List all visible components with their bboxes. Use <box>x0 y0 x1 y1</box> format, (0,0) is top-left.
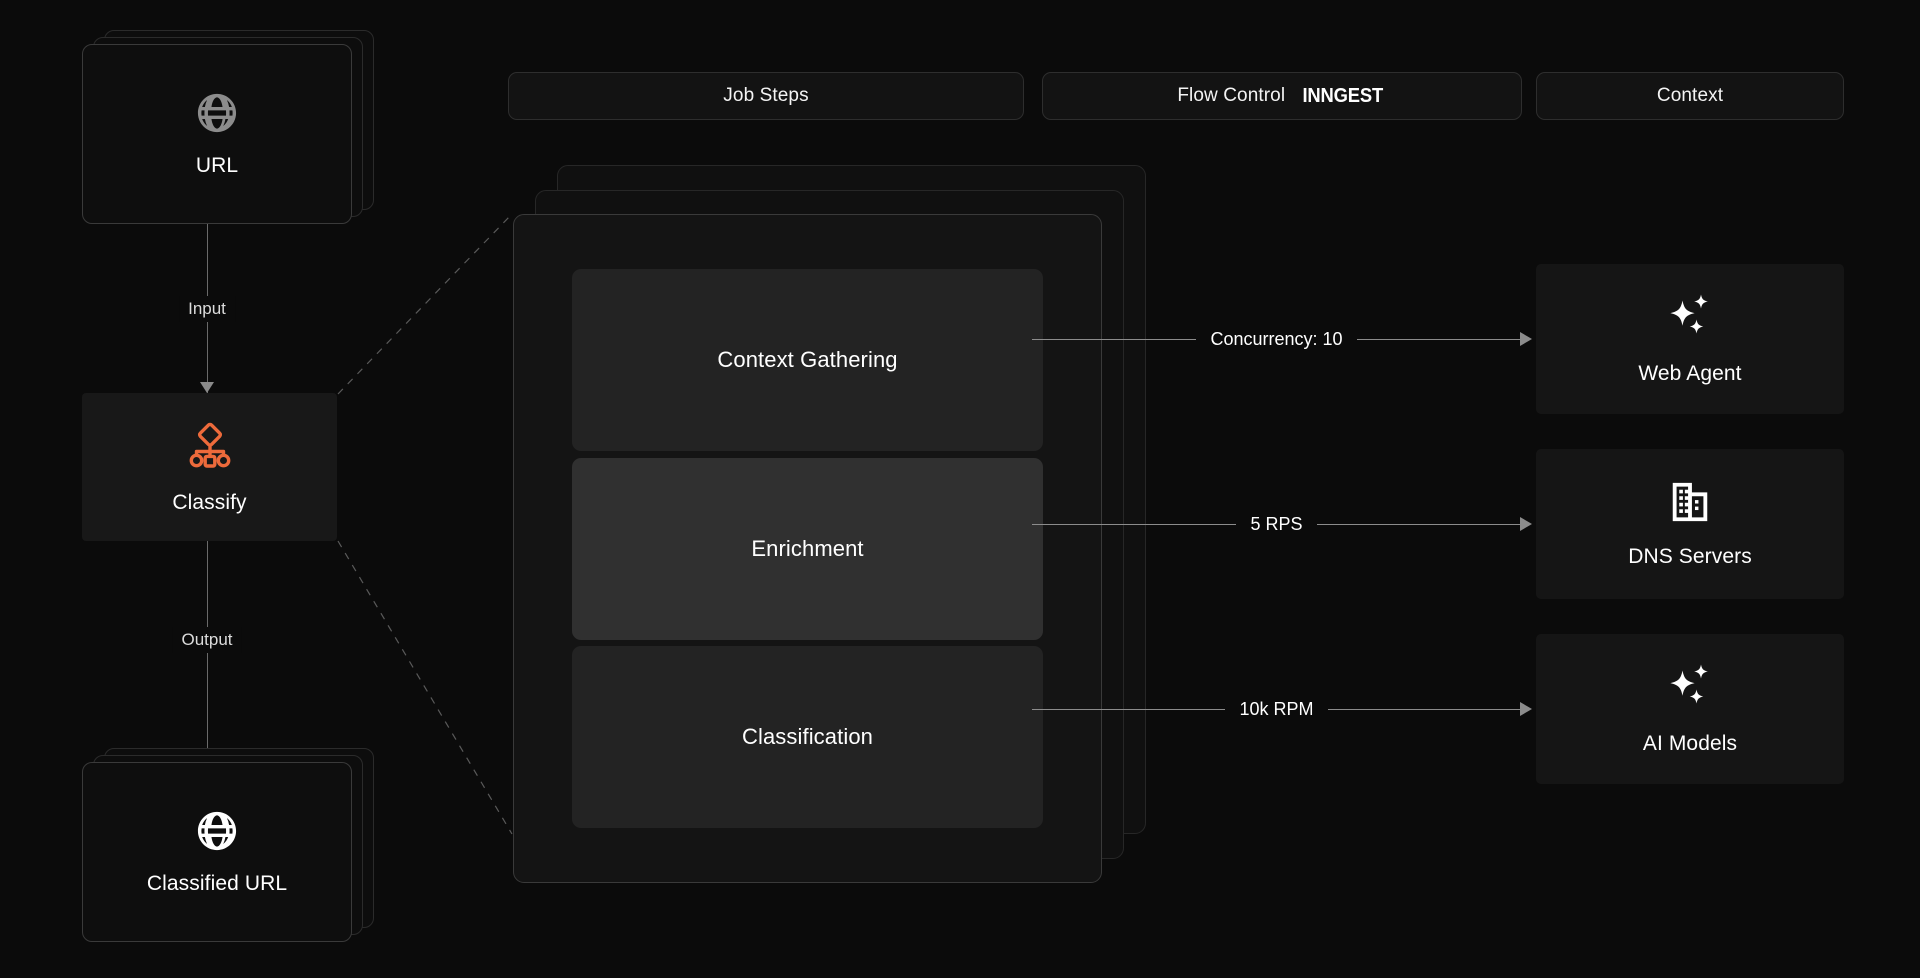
expansion-line-top <box>337 213 513 395</box>
connector-line-right <box>1316 523 1521 525</box>
header-button-job-steps-label: Job Steps <box>723 85 809 106</box>
node-classified-url-label: Classified URL <box>146 871 288 895</box>
flow-connector-rps: 5 RPS <box>1032 509 1532 539</box>
context-card-label: AI Models <box>1642 732 1738 755</box>
globe-icon <box>195 91 239 140</box>
edge-input-arrow <box>200 382 214 393</box>
context-card-label: Web Agent <box>1638 362 1742 385</box>
header-button-flow-control[interactable]: Flow Control INNGEST <box>1042 72 1522 120</box>
step-card-context-gathering[interactable]: Context Gathering <box>572 269 1043 451</box>
flow-connector-label: Concurrency: 10 <box>1210 328 1343 349</box>
connector-arrow-icon <box>1520 332 1533 346</box>
connector-line-left <box>1032 523 1237 525</box>
flow-connector-label: 5 RPS <box>1250 513 1303 534</box>
context-card-ai-models[interactable]: AI Models <box>1536 634 1844 784</box>
header-button-context-label: Context <box>1656 85 1724 106</box>
context-card-label: DNS Servers <box>1628 545 1752 568</box>
connector-line-left <box>1032 708 1226 710</box>
edge-input-label: Input <box>179 296 235 322</box>
header-button-flow-control-label: Flow Control <box>1177 85 1286 106</box>
step-card-classification[interactable]: Classification <box>572 646 1043 828</box>
header-button-job-steps[interactable]: Job Steps <box>508 72 1024 120</box>
node-classified-url[interactable]: Classified URL <box>82 748 374 942</box>
header-button-context[interactable]: Context <box>1536 72 1844 120</box>
node-url-label: URL <box>195 153 239 177</box>
edge-output-label: Output <box>172 627 242 653</box>
node-url-face: URL <box>82 44 352 224</box>
globe-icon <box>195 809 239 858</box>
step-card-enrichment[interactable]: Enrichment <box>572 457 1043 640</box>
building-icon <box>1667 479 1713 530</box>
node-classify-label: Classify <box>172 490 247 514</box>
connector-line-left <box>1032 338 1197 340</box>
workflow-icon <box>184 420 236 477</box>
step-label: Classification <box>741 724 873 749</box>
inngest-wordmark: INNGEST <box>1302 84 1384 107</box>
context-card-dns-servers[interactable]: DNS Servers <box>1536 449 1844 599</box>
sparkles-icon <box>1663 662 1717 717</box>
connector-line-right <box>1356 338 1522 340</box>
connector-arrow-icon <box>1520 702 1532 716</box>
step-label: Enrichment <box>751 535 864 561</box>
connector-arrow-icon <box>1520 517 1532 531</box>
node-classified-url-face: Classified URL <box>82 762 352 942</box>
sparkles-icon <box>1663 292 1717 347</box>
connector-line-right <box>1327 708 1521 710</box>
node-url[interactable]: URL <box>82 30 374 224</box>
job-steps-panel: Context Gathering Enrichment Classificat… <box>513 214 1102 883</box>
flow-connector-label: 10k RPM <box>1239 698 1314 719</box>
flow-connector-rpm: 10k RPM <box>1032 694 1532 724</box>
node-classify[interactable]: Classify <box>82 393 337 541</box>
step-label: Context Gathering <box>717 347 898 372</box>
context-card-web-agent[interactable]: Web Agent <box>1536 264 1844 414</box>
flow-connector-concurrency: Concurrency: 10 <box>1032 324 1533 354</box>
